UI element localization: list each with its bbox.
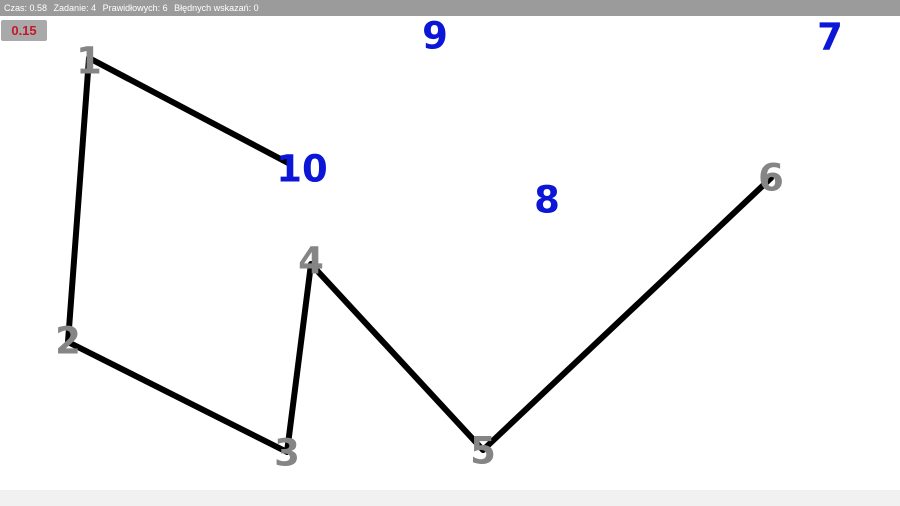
drawn-path-segment-pending	[86, 55, 293, 167]
number-node-9[interactable]: 9	[422, 14, 448, 58]
number-node-2[interactable]: 2	[55, 319, 81, 363]
correct-count-text: Prawidłowych: 6	[102, 3, 168, 13]
number-node-4[interactable]: 4	[298, 239, 324, 283]
number-node-10[interactable]: 10	[276, 147, 328, 191]
status-bar: Czas: 0.58 Zadanie: 4 Prawidłowych: 6 Bł…	[0, 0, 900, 16]
number-node-6[interactable]: 6	[758, 156, 784, 200]
number-node-8[interactable]: 8	[534, 178, 560, 222]
number-node-3[interactable]: 3	[274, 431, 300, 475]
connection-path	[65, 55, 774, 455]
bottom-bar	[0, 490, 900, 506]
elapsed-time-text: Czas: 0.58	[4, 3, 48, 13]
task-number-text: Zadanie: 4	[53, 3, 97, 13]
number-node-7[interactable]: 7	[817, 15, 843, 59]
timer-badge: 0.15	[1, 20, 47, 41]
game-board: 1 2 3 4 5 6 7 8 9 10	[0, 16, 900, 490]
number-node-5[interactable]: 5	[470, 429, 496, 473]
error-count-text: Błędnych wskazań: 0	[174, 3, 259, 13]
number-node-1[interactable]: 1	[76, 39, 102, 83]
drawn-path-line	[65, 55, 774, 455]
